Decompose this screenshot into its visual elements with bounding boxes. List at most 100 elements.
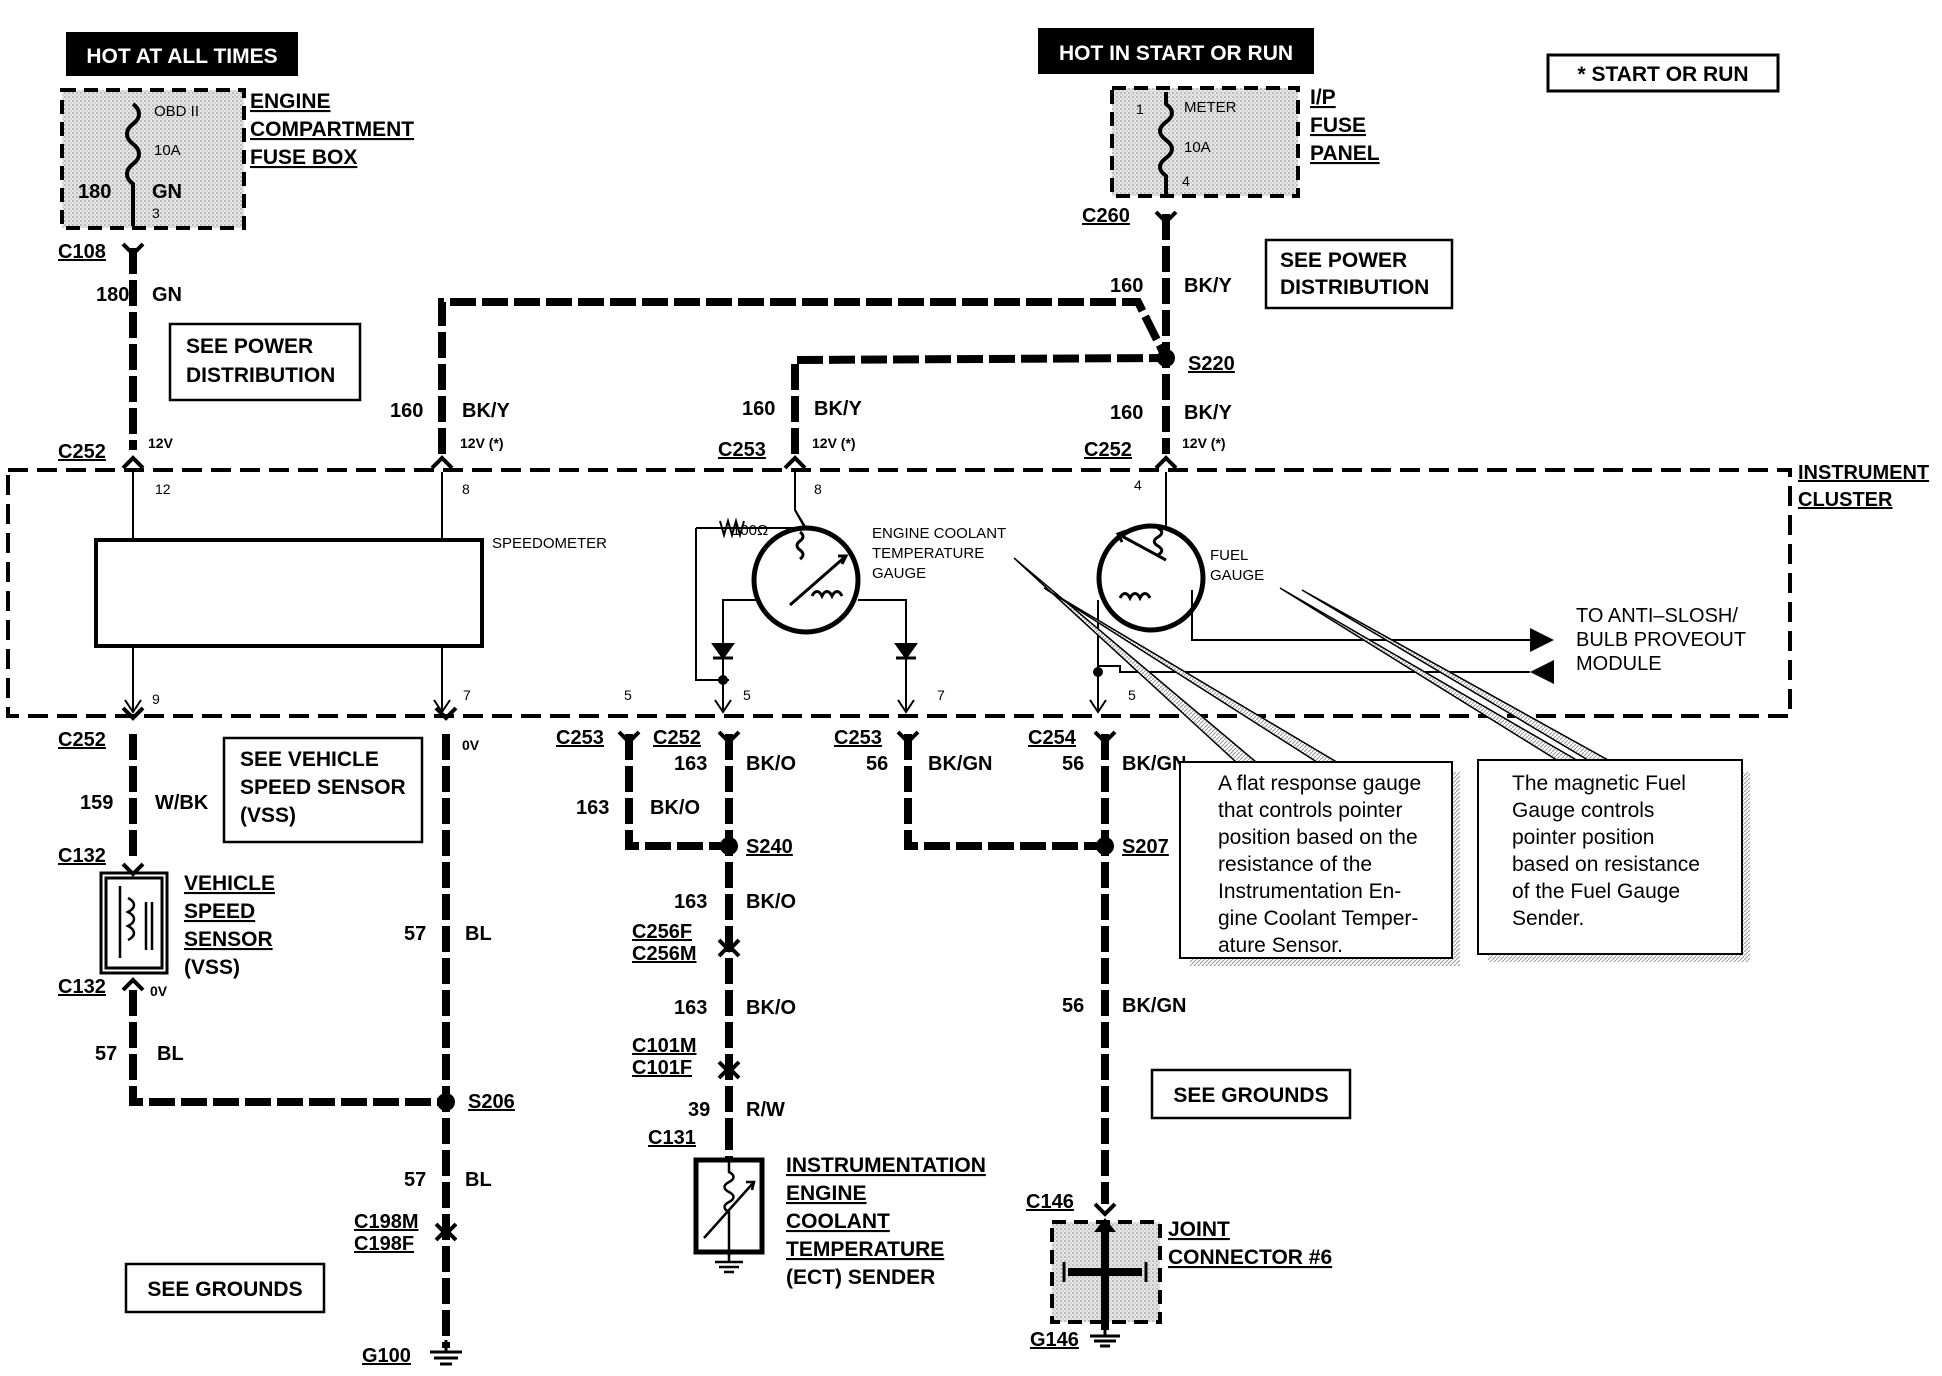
connector-c252-top-right: C252: [1084, 439, 1132, 461]
ip-fuse-panel-fuse: 1 METER 10A 4: [1110, 86, 1300, 198]
pin-4: 4: [1134, 477, 1142, 493]
wire-label-bky-top: BK/Y: [1184, 275, 1232, 297]
wire-label-bky-fuel: BK/Y: [1184, 402, 1232, 424]
connector-c252-top-left: C252: [58, 441, 106, 463]
svg-text:HOT AT ALL TIMES: HOT AT ALL TIMES: [86, 45, 277, 68]
wire-label-160-fuel: 160: [1110, 402, 1143, 424]
svg-text:CLUSTER: CLUSTER: [1798, 489, 1893, 511]
wire-label-bko-a: BK/O: [746, 753, 796, 775]
connector-c252-bottom-left: C252: [58, 729, 106, 751]
speedometer-label: SPEEDOMETER: [492, 535, 607, 552]
svg-text:gine Coolant Temper-: gine Coolant Temper-: [1218, 907, 1418, 930]
svg-text:resistance of the: resistance of the: [1218, 853, 1372, 876]
svg-text:A flat response gauge: A flat response gauge: [1218, 772, 1421, 795]
fuel-gauge-junction: [1093, 667, 1103, 677]
wire-160-bky-coolant: [791, 354, 1167, 454]
wire-label-wbk: W/BK: [155, 792, 209, 814]
anti-slosh-arrows: [1530, 628, 1554, 684]
see-grounds-right: SEE GROUNDS: [1150, 1068, 1352, 1120]
start-or-run-legend: * START OR RUN: [1546, 53, 1780, 93]
pin-7-coolant: 7: [937, 687, 945, 703]
svg-text:based on resistance: based on resistance: [1512, 853, 1700, 876]
anti-slosh-label: TO ANTI–SLOSH/ BULB PROVEOUT MODULE: [1576, 605, 1746, 675]
wire-label-39: 39: [688, 1099, 710, 1121]
svg-text:COOLANT: COOLANT: [786, 1210, 890, 1233]
ground-symbol-g146: [1090, 1322, 1120, 1348]
wire-label-56-c: 56: [1062, 995, 1084, 1017]
svg-text:that controls pointer: that controls pointer: [1218, 799, 1402, 822]
pin-12: 12: [155, 481, 171, 497]
fuel-gauge-callout-pointer: [1279, 587, 1611, 763]
svg-text:SEE POWER: SEE POWER: [1280, 249, 1407, 272]
connector-c253-bottom-right: C253: [834, 727, 882, 749]
see-grounds-left: SEE GROUNDS: [124, 1262, 326, 1314]
svg-text:(VSS): (VSS): [240, 804, 296, 827]
connector-c256m: C256M: [632, 943, 696, 965]
connector-c253-top: C253: [718, 439, 766, 461]
svg-text:TEMPERATURE: TEMPERATURE: [786, 1238, 944, 1261]
ground-g146: G146: [1030, 1329, 1079, 1351]
svg-text:SPEED SENSOR: SPEED SENSOR: [240, 776, 406, 799]
connector-c101f: C101F: [632, 1057, 692, 1079]
splice-s207: S207: [1122, 836, 1169, 858]
svg-text:VEHICLE: VEHICLE: [184, 872, 275, 895]
connector-c252-bottom-mid: C252: [653, 727, 701, 749]
svg-text:PANEL: PANEL: [1310, 142, 1380, 165]
svg-text:10A: 10A: [154, 142, 181, 159]
joint-connector-6-symbol: [1050, 1218, 1162, 1330]
connector-c254: C254: [1028, 727, 1077, 749]
svg-text:180: 180: [78, 181, 111, 203]
svg-text:Instrumentation En-: Instrumentation En-: [1218, 880, 1401, 903]
connector-c253-bottom-left: C253: [556, 727, 604, 749]
wire-label-159: 159: [80, 792, 113, 814]
connector-c131: C131: [648, 1127, 696, 1149]
engine-compartment-fuse: OBD II 10A 180 GN 3: [60, 88, 246, 230]
voltage-12v-star-fuel: 12V (*): [1182, 435, 1226, 451]
svg-text:ENGINE: ENGINE: [786, 1182, 867, 1205]
svg-text:INSTRUMENT: INSTRUMENT: [1798, 462, 1929, 484]
wire-label-bl-vss: BL: [157, 1043, 184, 1065]
coolant-gauge: [695, 472, 918, 714]
svg-text:SEE GROUNDS: SEE GROUNDS: [1173, 1084, 1328, 1107]
svg-text:* START OR RUN: * START OR RUN: [1577, 63, 1748, 86]
wire-160-bky-speedo: [438, 298, 1170, 454]
coolant-gauge-label: ENGINE COOLANT TEMPERATURE GAUGE: [872, 525, 1006, 582]
joint-connector-6-label: JOINT CONNECTOR #6: [1168, 1218, 1332, 1269]
svg-text:ENGINE COOLANT: ENGINE COOLANT: [872, 525, 1006, 542]
wire-label-bko-b: BK/O: [650, 797, 700, 819]
connector-c256f: C256F: [632, 921, 692, 943]
svg-text:I/P: I/P: [1310, 86, 1336, 109]
engine-compartment-fuse-box-label: ENGINE COMPARTMENT FUSE BOX: [250, 90, 414, 169]
svg-text:COMPARTMENT: COMPARTMENT: [250, 118, 414, 141]
wire-57-bl-vss: [129, 990, 446, 1106]
wire-label-57-a: 57: [404, 923, 426, 945]
hot-at-all-times-tag: HOT AT ALL TIMES: [66, 32, 298, 76]
see-vehicle-speed-sensor-box: SEE VEHICLE SPEED SENSOR (VSS): [222, 736, 424, 844]
svg-text:of the Fuel Gauge: of the Fuel Gauge: [1512, 880, 1680, 903]
ground-symbol-ect: [715, 1252, 743, 1274]
svg-text:position based on the: position based on the: [1218, 826, 1418, 849]
svg-text:The magnetic Fuel: The magnetic Fuel: [1512, 772, 1686, 795]
svg-text:(VSS): (VSS): [184, 956, 240, 979]
svg-text:SENSOR: SENSOR: [184, 928, 273, 951]
svg-text:HOT IN START OR RUN: HOT IN START OR RUN: [1059, 42, 1293, 65]
svg-text:FUSE BOX: FUSE BOX: [250, 146, 357, 169]
pin-5-b: 5: [743, 687, 751, 703]
wire-label-56-b: 56: [1062, 753, 1084, 775]
svg-text:10A: 10A: [1184, 139, 1211, 156]
wire-label-163-c: 163: [674, 891, 707, 913]
svg-text:ENGINE: ENGINE: [250, 90, 331, 113]
connector-c132-bottom: C132: [58, 976, 106, 998]
connector-chevrons: [121, 210, 1178, 1242]
splice-s206: S206: [468, 1091, 515, 1113]
wire-label-bko-c: BK/O: [746, 891, 796, 913]
instrument-cluster-label: INSTRUMENT CLUSTER: [1798, 462, 1929, 511]
wire-label-163-a: 163: [674, 753, 707, 775]
wire-label-163-b: 163: [576, 797, 609, 819]
wire-label-bkgn-a: BK/GN: [928, 753, 992, 775]
splice-s240: S240: [746, 836, 793, 858]
svg-text:(ECT) SENDER: (ECT) SENDER: [786, 1266, 935, 1289]
connector-c132-top: C132: [58, 845, 106, 867]
svg-text:SEE GROUNDS: SEE GROUNDS: [147, 1278, 302, 1301]
